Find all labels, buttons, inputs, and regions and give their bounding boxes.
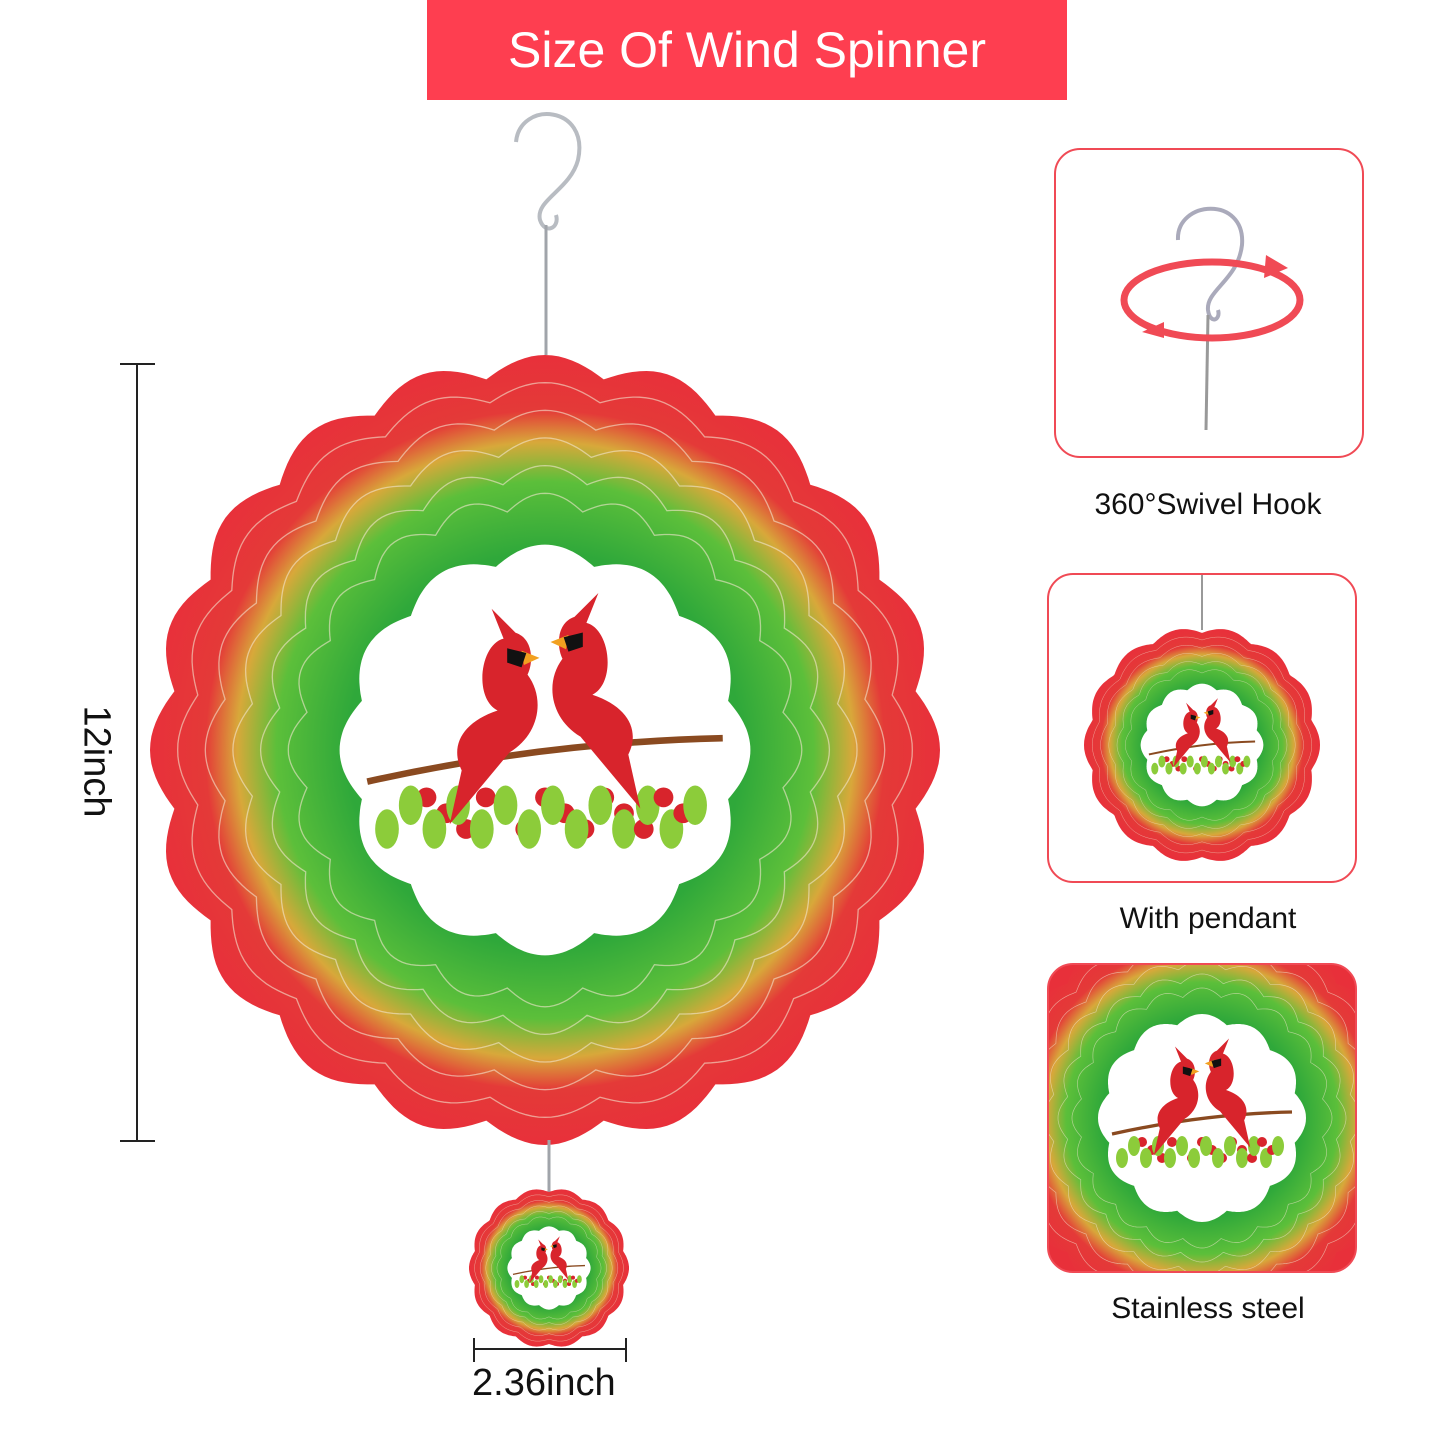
swivel-hook-icon (1120, 206, 1304, 431)
cardinal-bird (1203, 698, 1231, 763)
cardinal-bird (550, 592, 641, 809)
height-dimension-line (120, 363, 155, 1142)
height-label: 12inch (75, 705, 118, 818)
cardinal-bird (449, 608, 540, 825)
cardinal-bird (1173, 702, 1201, 768)
feature-label-swivel: 360°Swivel Hook (1094, 488, 1322, 521)
feature-label-pendant: With pendant (1119, 902, 1297, 935)
cardinal-bird (1153, 1046, 1200, 1156)
swivel-hook-panel (1054, 148, 1364, 458)
width-dimension-line (473, 1338, 627, 1362)
cardinal-bird (550, 1236, 569, 1280)
cardinal-bird (1204, 1038, 1251, 1148)
pendant-panel (1047, 573, 1357, 883)
main-spinner (150, 355, 940, 1145)
title-banner: Size Of Wind Spinner (427, 0, 1067, 100)
feature-label-steel: Stainless steel (1111, 1292, 1305, 1325)
title-text: Size Of Wind Spinner (508, 22, 986, 78)
stainless-steel-panel (1047, 963, 1357, 1273)
hook-icon (514, 112, 582, 231)
pendant-width-label: 2.36inch (472, 1362, 616, 1404)
pendant-spinner (469, 1189, 629, 1347)
cardinal-bird (529, 1239, 548, 1284)
